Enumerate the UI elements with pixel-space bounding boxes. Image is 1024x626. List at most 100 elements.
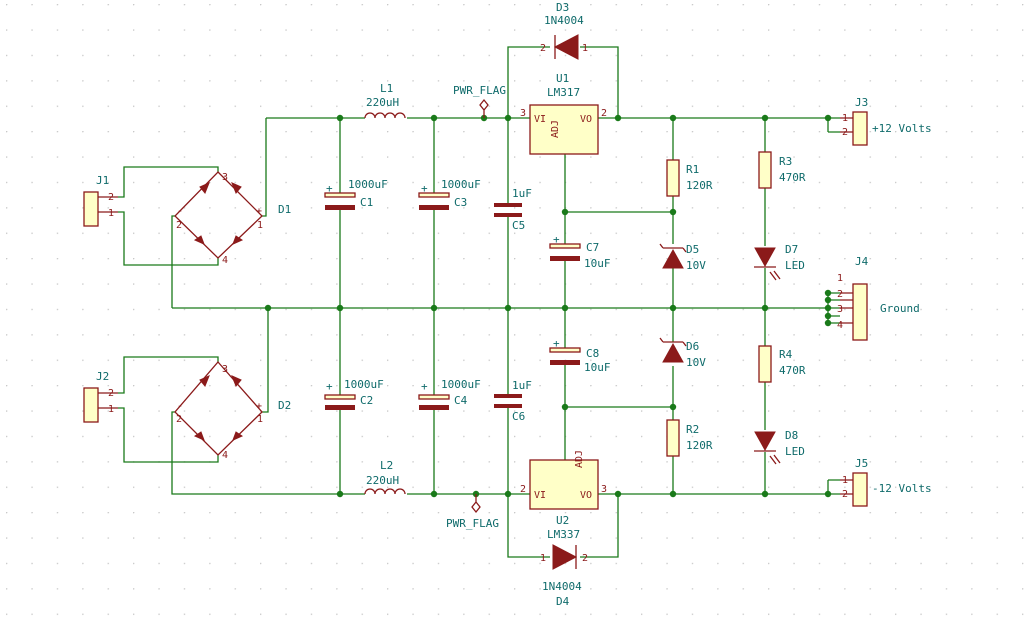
capacitor-c2[interactable]: + 1000uF C2	[324, 378, 384, 410]
connector-j3[interactable]: J3 1 2 +12 Volts	[840, 96, 932, 146]
c1-ref: C1	[360, 196, 373, 209]
c1-value: 1000uF	[348, 178, 388, 191]
j5-ref: J5	[855, 457, 868, 470]
led-d8[interactable]: D8 LED	[754, 429, 805, 465]
d7-value: LED	[785, 259, 805, 272]
d5-value: 10V	[686, 259, 706, 272]
wires	[118, 46, 840, 558]
j4-pin4: 4	[837, 320, 843, 331]
capacitor-c5[interactable]: 1uF C5	[494, 187, 532, 232]
capacitor-c6[interactable]: 1uF C6	[494, 379, 532, 423]
led-d7[interactable]: D7 LED	[754, 243, 805, 281]
capacitor-c1[interactable]: + 1000uF C1	[324, 178, 388, 210]
c2-ref: C2	[360, 394, 373, 407]
r1-value: 120R	[686, 179, 713, 192]
d4-ref: D4	[556, 595, 570, 608]
c1-plus: +	[326, 182, 333, 195]
c3-value: 1000uF	[441, 178, 481, 191]
u1-value: LM317	[547, 86, 580, 99]
r3-value: 470R	[779, 171, 806, 184]
j2-ref: J2	[96, 370, 109, 383]
zener-d5[interactable]: D5 10V	[659, 243, 706, 272]
l1-ref: L1	[380, 82, 393, 95]
resistor-r4[interactable]: R4 470R	[758, 345, 806, 383]
connector-j2[interactable]: J2 2 1	[83, 370, 118, 423]
d3-pin1: 1	[582, 43, 588, 54]
d6-value: 10V	[686, 356, 706, 369]
j3-pin2: 2	[842, 127, 848, 138]
u2-vo: VO	[580, 490, 592, 501]
bridge-rectifier-d1[interactable]: 3 4 2 1 - + D1	[174, 171, 291, 266]
u1-pin3: 3	[520, 108, 526, 119]
resistor-r1[interactable]: R1 120R	[666, 159, 713, 197]
d8-ref: D8	[785, 429, 798, 442]
pwr-flag-top[interactable]: PWR_FLAG	[453, 84, 506, 118]
c4-ref: C4	[454, 394, 468, 407]
c6-ref: C6	[512, 410, 525, 423]
d2-minus: -	[177, 401, 183, 412]
d2-pin2: 2	[176, 414, 182, 425]
connector-j5[interactable]: J5 1 2 -12 Volts	[840, 457, 932, 507]
d2-pin4: 4	[222, 450, 228, 461]
pwr-flag-bottom[interactable]: PWR_FLAG	[446, 494, 499, 530]
j5-label: -12 Volts	[872, 482, 932, 495]
zener-d6[interactable]: D6 10V	[659, 337, 706, 369]
pwr-flag-bottom-label: PWR_FLAG	[446, 517, 499, 530]
d3-value: 1N4004	[544, 14, 584, 27]
c4-value: 1000uF	[441, 378, 481, 391]
u2-adj: ADJ	[574, 450, 585, 468]
d2-pin3: 3	[222, 364, 228, 375]
regulator-u2[interactable]: VI VO ADJ 2 3 U2 LM337	[520, 450, 607, 541]
j2-pin2: 2	[108, 388, 114, 399]
l2-value: 220uH	[366, 474, 399, 487]
l2-ref: L2	[380, 459, 393, 472]
d6-ref: D6	[686, 340, 699, 353]
u2-ref: U2	[556, 514, 569, 527]
c2-value: 1000uF	[344, 378, 384, 391]
d8-value: LED	[785, 445, 805, 458]
diode-d4[interactable]: 1 2 1N4004 D4	[540, 544, 588, 608]
c5-value: 1uF	[512, 187, 532, 200]
j3-pin1: 1	[842, 113, 848, 124]
diode-d3[interactable]: D3 1N4004 2 1	[540, 1, 588, 60]
c4-plus: +	[421, 380, 428, 393]
connector-j4[interactable]: J4 1 2 3 4 Ground	[837, 255, 920, 341]
connector-j1[interactable]: J1 2 1	[83, 174, 118, 227]
c7-value: 10uF	[584, 257, 611, 270]
capacitor-c8[interactable]: + C8 10uF	[549, 337, 611, 374]
inductor-l1[interactable]: L1 220uH	[364, 82, 406, 119]
u2-pin2: 2	[520, 484, 526, 495]
j1-pin2: 2	[108, 192, 114, 203]
d1-ref: D1	[278, 203, 291, 216]
r2-ref: R2	[686, 423, 699, 436]
resistor-r3[interactable]: R3 470R	[758, 151, 806, 189]
r2-value: 120R	[686, 439, 713, 452]
c8-plus: +	[553, 337, 560, 350]
u1-vo: VO	[580, 114, 592, 125]
d1-pin3: 3	[222, 172, 228, 183]
u2-vi: VI	[534, 490, 546, 501]
d1-plus: +	[256, 206, 262, 217]
d4-value: 1N4004	[542, 580, 582, 593]
capacitor-c4[interactable]: + 1000uF C4	[418, 378, 481, 410]
c5-ref: C5	[512, 219, 525, 232]
capacitor-c7[interactable]: + C7 10uF	[549, 233, 611, 270]
r4-value: 470R	[779, 364, 806, 377]
inductor-l2[interactable]: L2 220uH	[364, 459, 406, 495]
c7-plus: +	[553, 233, 560, 246]
j4-pin1: 1	[837, 273, 843, 284]
regulator-u1[interactable]: U1 LM317 VI VO ADJ 3 2	[520, 72, 607, 155]
bridge-rectifier-d2[interactable]: 3 4 2 1 - + D2	[174, 361, 291, 461]
j5-pin1: 1	[842, 475, 848, 486]
d7-ref: D7	[785, 243, 798, 256]
c3-ref: C3	[454, 196, 467, 209]
resistor-r2[interactable]: R2 120R	[666, 419, 713, 457]
c7-ref: C7	[586, 241, 599, 254]
u2-pin3: 3	[601, 484, 607, 495]
capacitor-c3[interactable]: + 1000uF C3	[418, 178, 481, 210]
l1-value: 220uH	[366, 96, 399, 109]
d4-pin1: 1	[540, 553, 546, 564]
d1-minus: -	[177, 206, 183, 217]
